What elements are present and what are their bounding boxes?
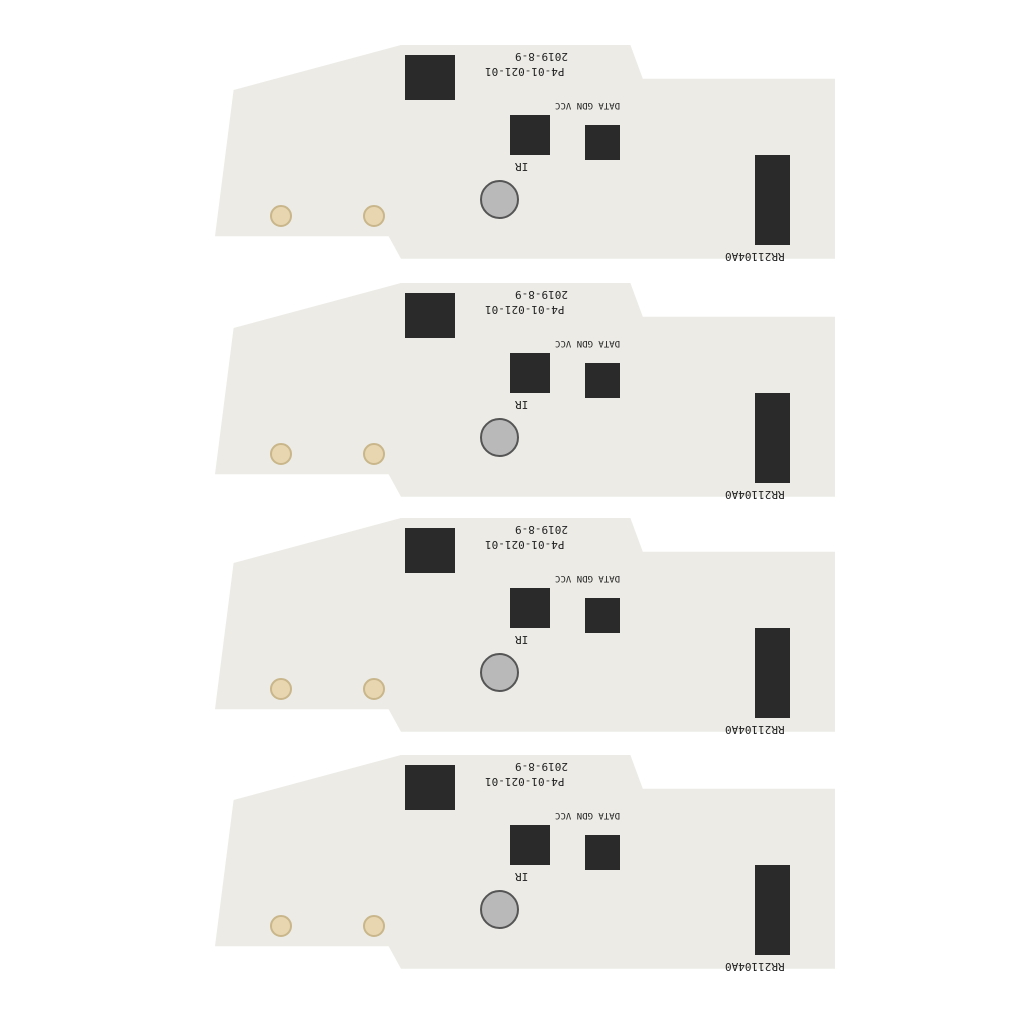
regulator-q1	[405, 765, 455, 810]
diodes	[755, 393, 790, 483]
pcb-board: 2019-8-9 P4-01-021-01 DATA GDN VCC IR RR…	[215, 518, 835, 743]
ir-receiver	[510, 353, 550, 393]
ic-u1	[585, 125, 620, 160]
ic-u1	[585, 363, 620, 398]
diodes	[755, 865, 790, 955]
part-label: P4-01-021-01	[485, 303, 565, 316]
regulator-q1	[405, 293, 455, 338]
date-label: 2019-8-9	[515, 50, 568, 63]
pad-led-plus	[363, 443, 385, 465]
capacitor-ce2	[480, 180, 519, 219]
pin-label: DATA GDN VCC	[555, 573, 621, 583]
regulator-q1	[405, 55, 455, 100]
date-label: 2019-8-9	[515, 760, 568, 773]
part-label: P4-01-021-01	[485, 65, 565, 78]
rev-label: RR21104A0	[725, 723, 785, 736]
ir-receiver	[510, 588, 550, 628]
pad-led-minus	[270, 443, 292, 465]
pad-led-plus	[363, 915, 385, 937]
capacitor-ce2	[480, 418, 519, 457]
date-label: 2019-8-9	[515, 288, 568, 301]
pad-led-minus	[270, 205, 292, 227]
regulator-q1	[405, 528, 455, 573]
part-label: P4-01-021-01	[485, 775, 565, 788]
rev-label: RR21104A0	[725, 960, 785, 973]
capacitor-ce2	[480, 653, 519, 692]
ic-u1	[585, 835, 620, 870]
ic-u1	[585, 598, 620, 633]
ir-label: IR	[515, 398, 529, 411]
ir-label: IR	[515, 160, 529, 173]
date-label: 2019-8-9	[515, 523, 568, 536]
diodes	[755, 628, 790, 718]
pin-label: DATA GDN VCC	[555, 338, 621, 348]
ir-receiver	[510, 825, 550, 865]
pin-label: DATA GDN VCC	[555, 810, 621, 820]
pcb-board: 2019-8-9 P4-01-021-01 DATA GDN VCC IR RR…	[215, 45, 835, 270]
pad-led-plus	[363, 205, 385, 227]
pcb-board: 2019-8-9 P4-01-021-01 DATA GDN VCC IR RR…	[215, 283, 835, 508]
rev-label: RR21104A0	[725, 488, 785, 501]
pad-led-minus	[270, 915, 292, 937]
ir-receiver	[510, 115, 550, 155]
pin-label: DATA GDN VCC	[555, 100, 621, 110]
rev-label: RR21104A0	[725, 250, 785, 263]
pcb-board: 2019-8-9 P4-01-021-01 DATA GDN VCC IR RR…	[215, 755, 835, 980]
pad-led-minus	[270, 678, 292, 700]
ir-label: IR	[515, 870, 529, 883]
ir-label: IR	[515, 633, 529, 646]
pad-led-plus	[363, 678, 385, 700]
diodes	[755, 155, 790, 245]
capacitor-ce2	[480, 890, 519, 929]
part-label: P4-01-021-01	[485, 538, 565, 551]
